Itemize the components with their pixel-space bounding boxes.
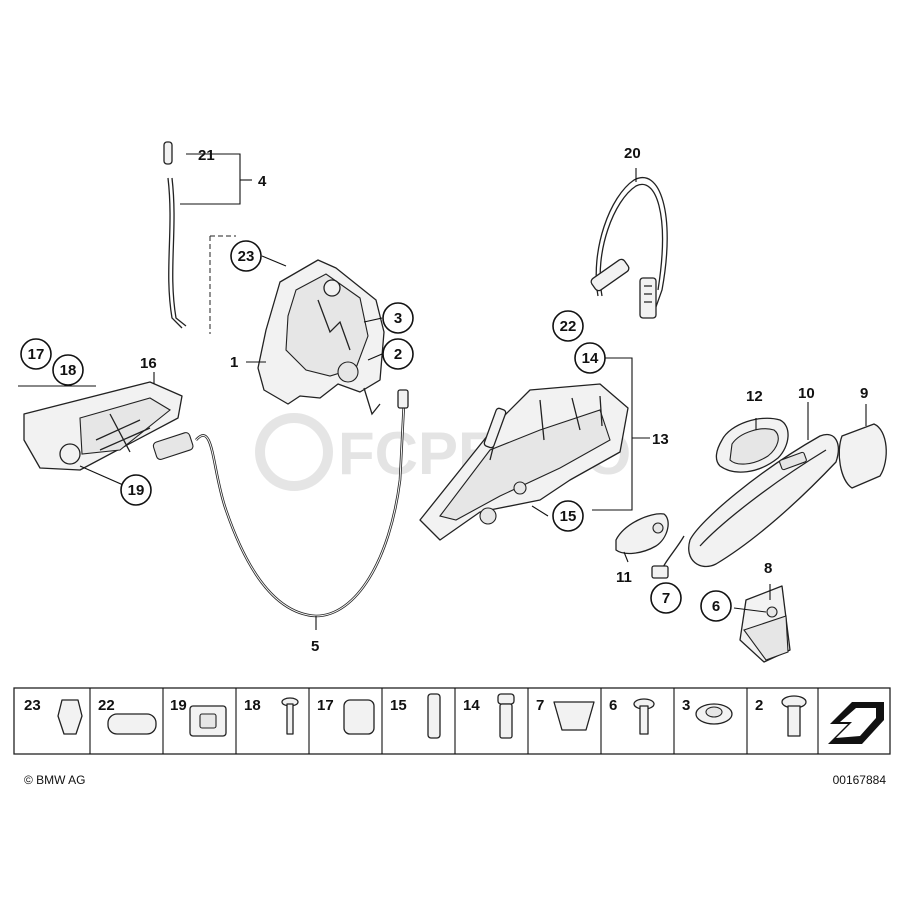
strip-item-18: 18 — [244, 697, 299, 735]
callout-2: 2 — [382, 338, 414, 370]
part-inner-handle — [23, 381, 194, 471]
strip-item-17: 17 — [317, 697, 375, 735]
strip-item-7: 7 — [536, 697, 595, 731]
svg-text:9: 9 — [860, 385, 868, 402]
callout-6: 6 — [700, 590, 732, 622]
callout-3: 3 — [382, 302, 414, 334]
strip-item-23: 23 — [24, 697, 83, 735]
svg-text:18: 18 — [244, 697, 261, 714]
callout-18: 18 — [52, 354, 84, 386]
callout-22: 22 — [552, 310, 584, 342]
part-end-cap — [838, 423, 887, 489]
strip-item-22: 22 — [98, 697, 157, 735]
callout-10: 10 — [798, 385, 815, 402]
svg-text:19: 19 — [128, 482, 145, 499]
callout-1: 1 — [230, 354, 238, 371]
svg-text:23: 23 — [238, 248, 255, 265]
svg-text:14: 14 — [582, 350, 599, 367]
svg-text:17: 17 — [317, 697, 334, 714]
strip-item-3: 3 — [682, 697, 733, 725]
svg-text:15: 15 — [560, 508, 577, 525]
strip-item-2: 2 — [755, 695, 807, 737]
part-handle-carrier — [419, 383, 629, 541]
callout-11: 11 — [616, 569, 632, 586]
fastener-strip: 23 22 19 18 17 15 — [13, 687, 891, 755]
part-bracket — [739, 585, 791, 663]
svg-text:7: 7 — [536, 697, 544, 714]
svg-text:6: 6 — [609, 697, 617, 714]
callout-13: 13 — [652, 431, 669, 448]
copyright-text: © BMW AG — [24, 773, 86, 787]
svg-text:10: 10 — [798, 385, 815, 402]
svg-text:14: 14 — [463, 697, 480, 714]
svg-text:15: 15 — [390, 697, 407, 714]
strip-item-15: 15 — [390, 693, 441, 739]
svg-text:8: 8 — [764, 560, 772, 577]
svg-text:2: 2 — [394, 346, 402, 363]
callout-17: 17 — [20, 338, 52, 370]
callout-12: 12 — [746, 388, 763, 405]
svg-text:23: 23 — [24, 697, 41, 714]
callout-20: 20 — [624, 145, 641, 162]
svg-text:11: 11 — [616, 569, 632, 586]
part-bowden-cable — [195, 389, 409, 618]
svg-text:17: 17 — [28, 346, 45, 363]
callout-23: 23 — [230, 240, 262, 272]
svg-text:3: 3 — [682, 697, 690, 714]
svg-text:2: 2 — [755, 697, 763, 714]
part-handle-gasket — [715, 417, 789, 473]
part-outer-cable — [590, 177, 668, 319]
diagram-code: 00167884 — [833, 773, 887, 787]
svg-text:21: 21 — [198, 147, 215, 164]
callout-15: 15 — [552, 500, 584, 532]
part-lock-rod — [163, 141, 236, 334]
svg-text:22: 22 — [98, 697, 115, 714]
callout-9: 9 — [860, 385, 868, 402]
callout-7: 7 — [650, 582, 682, 614]
part-outer-handle — [688, 434, 839, 568]
svg-text:22: 22 — [560, 318, 577, 335]
strip-item-14: 14 — [463, 693, 515, 739]
svg-text:12: 12 — [746, 388, 763, 405]
part-bezel — [615, 513, 685, 579]
callout-4: 4 — [258, 173, 267, 190]
svg-text:16: 16 — [140, 355, 157, 372]
callout-14: 14 — [574, 342, 606, 374]
svg-text:5: 5 — [311, 638, 319, 655]
svg-text:18: 18 — [60, 362, 77, 379]
svg-text:13: 13 — [652, 431, 669, 448]
part-door-lock — [257, 259, 385, 416]
svg-text:4: 4 — [258, 173, 267, 190]
callout-8: 8 — [764, 560, 772, 577]
callout-19: 19 — [120, 474, 152, 506]
callout-5: 5 — [311, 638, 319, 655]
svg-text:3: 3 — [394, 310, 402, 327]
callout-16: 16 — [140, 355, 157, 372]
strip-item-19: 19 — [170, 697, 227, 737]
strip-item-6: 6 — [609, 697, 655, 735]
svg-text:20: 20 — [624, 145, 641, 162]
callout-21: 21 — [198, 147, 215, 164]
svg-text:19: 19 — [170, 697, 187, 714]
direction-arrow-icon — [828, 702, 884, 744]
svg-text:7: 7 — [662, 590, 670, 607]
svg-text:1: 1 — [230, 354, 238, 371]
svg-text:6: 6 — [712, 598, 720, 615]
